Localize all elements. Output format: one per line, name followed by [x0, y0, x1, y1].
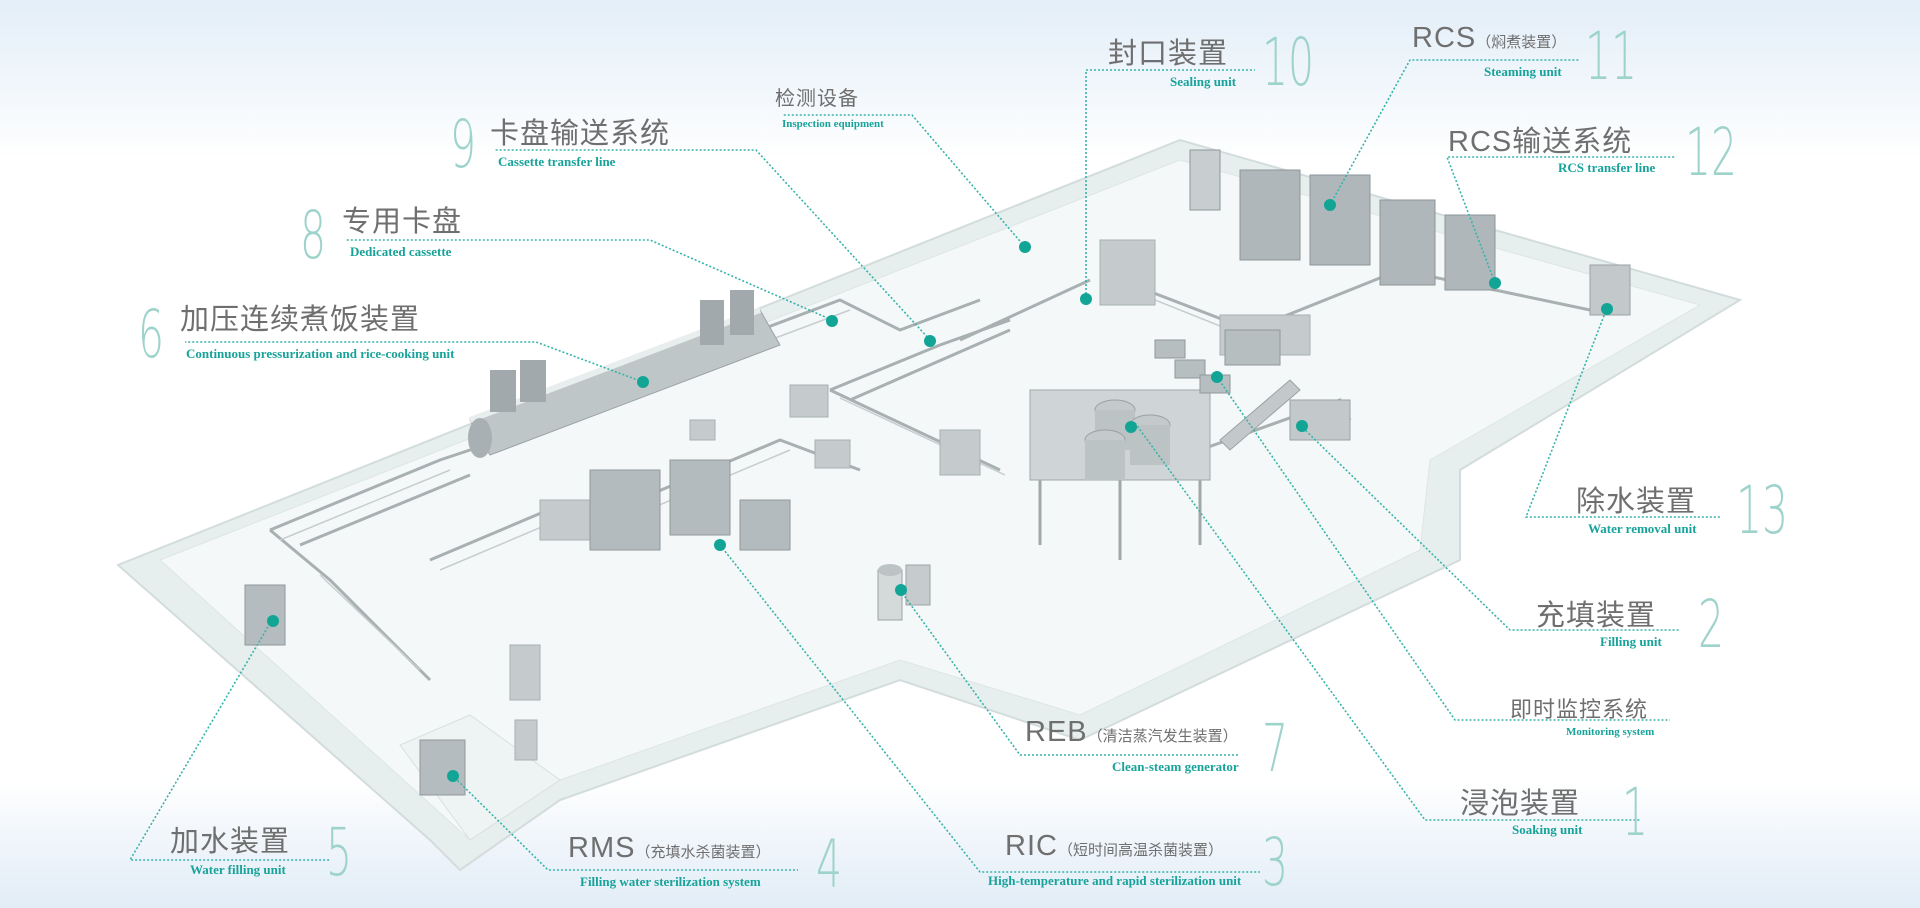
callout-number: 13	[1736, 472, 1789, 549]
callout-number: 1	[1622, 774, 1649, 851]
callout-number: 12	[1685, 114, 1738, 191]
callout-title-en: Water filling unit	[190, 862, 286, 877]
steam-generator	[877, 564, 931, 621]
callout-title-zh: 封口装置	[1108, 36, 1229, 70]
callout-code: RCS	[1448, 126, 1513, 158]
monitoring-consoles	[1154, 329, 1281, 394]
callout-title-zh: 检测设备	[775, 86, 859, 110]
callout-title-en: Filling unit	[1600, 634, 1662, 649]
callout-title-en: RCS transfer line	[1558, 160, 1656, 175]
marker-inspection	[1019, 241, 1031, 253]
marker-6	[637, 376, 649, 388]
callout-title-en: Dedicated cassette	[350, 244, 452, 259]
callout-zh-suffix: 输送系统	[1512, 124, 1633, 158]
marker-10	[1080, 293, 1092, 305]
callout-title-en: Clean-steam generator	[1112, 759, 1239, 774]
callout-title-zh: RCS（焖煮装置）	[1412, 20, 1566, 55]
callout-number: 5	[326, 814, 353, 891]
callout-title-zh: 除水装置	[1576, 484, 1697, 518]
leader-4	[451, 774, 798, 871]
marker-monitoring	[1211, 371, 1223, 383]
marker-13	[1601, 303, 1613, 315]
leader-2	[1299, 424, 1680, 631]
leader-13	[1524, 307, 1720, 518]
leader-5	[128, 619, 330, 861]
callout-code: RCS	[1412, 22, 1477, 54]
callout-title-zh: 浸泡装置	[1460, 786, 1581, 820]
callout-title-zh: 即时监控系统	[1510, 698, 1649, 723]
callout-title-en: Continuous pressurization and rice-cooki…	[186, 346, 455, 361]
conveyor-rails	[279, 289, 1256, 671]
callout-number: 10	[1262, 24, 1315, 101]
tank-platform	[1029, 389, 1211, 560]
callout-number: 3	[1262, 824, 1289, 901]
callout-code: REB	[1025, 716, 1088, 748]
callout-title-zh: 专用卡盘	[342, 204, 463, 238]
callout-title-zh: RCS输送系统	[1448, 118, 1632, 160]
callout-title-en: High-temperature and rapid sterilization…	[988, 873, 1242, 888]
leader-monitoring	[1216, 376, 1670, 721]
sterilizer-cluster	[589, 459, 791, 551]
callout-number: 7	[1262, 710, 1289, 787]
callout-title-zh: RIC（短时间高温杀菌装置）	[1005, 828, 1223, 863]
callout-title-en: Cassette transfer line	[498, 154, 616, 169]
leader-9	[495, 149, 931, 341]
callout-paren: （充填水杀菌装置）	[635, 843, 771, 861]
marker-7	[895, 584, 907, 596]
marker-8	[826, 315, 838, 327]
cooking-vessel	[468, 290, 781, 458]
leader-3	[719, 544, 1260, 873]
conveyor-sealing	[959, 278, 1091, 342]
callout-number: 4	[816, 826, 843, 903]
callout-title-zh: RMS（充填水杀菌装置）	[568, 830, 770, 865]
conveyor-cooking-out	[759, 298, 981, 332]
marker-11	[1324, 199, 1336, 211]
marker-2	[1296, 420, 1308, 432]
marker-5	[267, 615, 279, 627]
callout-paren: （短时间高温杀菌装置）	[1057, 841, 1223, 859]
marker-4	[447, 770, 459, 782]
callout-title-zh: 加水装置	[170, 824, 291, 858]
callout-title-zh: 加压连续煮饭装置	[180, 302, 421, 336]
callout-title-en: Water removal unit	[1588, 521, 1697, 536]
callout-title-en: Steaming unit	[1484, 64, 1562, 79]
callout-title-en: Inspection equipment	[782, 118, 884, 130]
marker-9	[924, 335, 936, 347]
water-units	[244, 584, 466, 796]
callout-number: 6	[138, 296, 165, 373]
callout-title-en: Filling water sterilization system	[580, 874, 761, 889]
callout-code: RIC	[1005, 830, 1058, 862]
leader-7	[899, 589, 1240, 756]
filling-equipment	[1219, 264, 1631, 451]
callout-title-en: Monitoring system	[1566, 726, 1655, 738]
leader-11	[1329, 59, 1580, 206]
leader-inspection	[782, 114, 1026, 248]
callout-paren: （清洁蒸汽发生装置）	[1087, 727, 1238, 745]
marker-dots	[267, 199, 1613, 782]
callout-paren: （焖煮装置）	[1476, 33, 1567, 51]
callout-title-zh: REB（清洁蒸汽发生装置）	[1025, 714, 1238, 749]
marker-12	[1489, 277, 1501, 289]
callout-title-en: Sealing unit	[1170, 74, 1237, 89]
callout-number: 2	[1698, 586, 1725, 663]
leader-12	[1445, 156, 1675, 284]
callout-number: 11	[1585, 18, 1638, 95]
callout-number: 8	[300, 197, 327, 274]
marker-3	[714, 539, 726, 551]
steaming-units	[1189, 149, 1496, 291]
leader-lines	[128, 59, 1720, 873]
leader-6	[185, 341, 644, 383]
callout-code: RMS	[568, 832, 636, 864]
callout-title-en: Soaking unit	[1512, 822, 1583, 837]
marker-1	[1125, 421, 1137, 433]
callout-number: 9	[450, 106, 477, 183]
callout-title-zh: 卡盘输送系统	[490, 116, 671, 150]
callout-title-zh: 充填装置	[1536, 598, 1657, 632]
leader-10	[1085, 69, 1255, 298]
